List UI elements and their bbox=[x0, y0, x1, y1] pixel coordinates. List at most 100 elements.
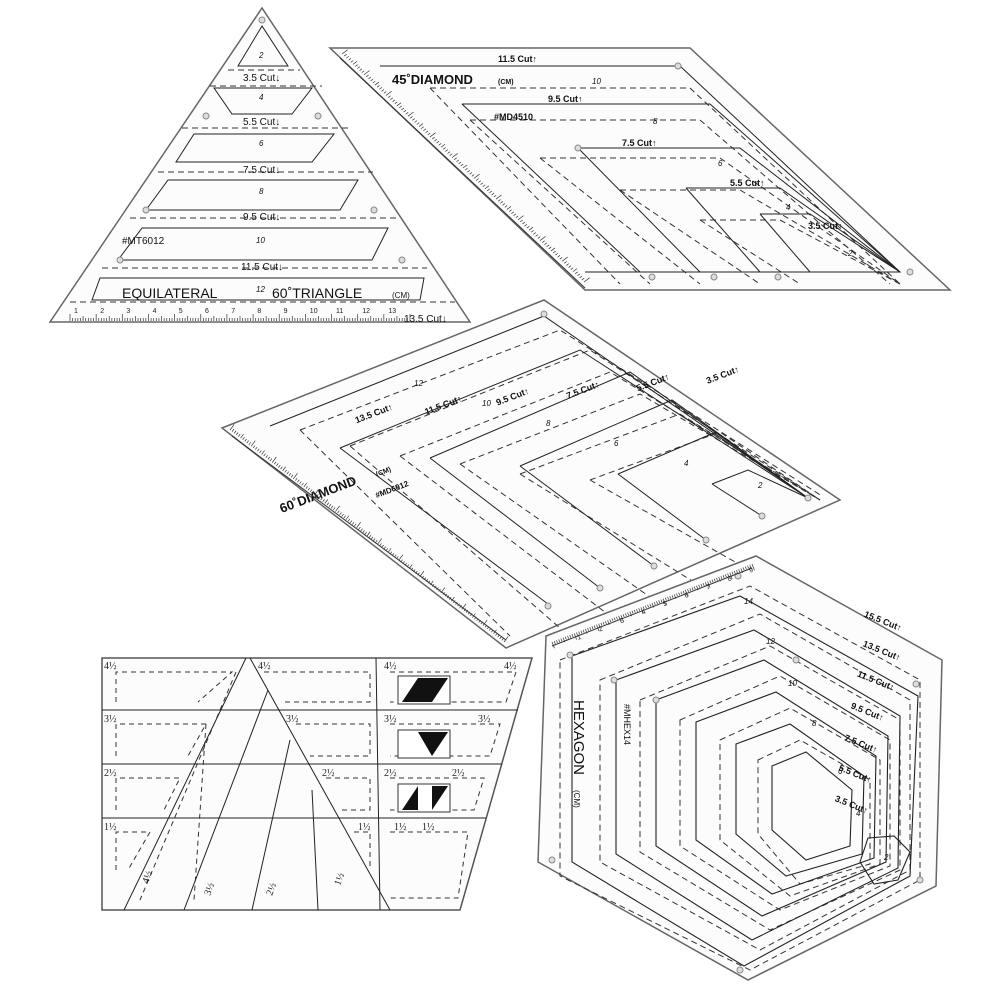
ruler-tick bbox=[305, 486, 308, 489]
ruler-tick bbox=[720, 576, 723, 579]
ruler-tick bbox=[438, 143, 442, 146]
ruler-number: 8 bbox=[257, 308, 261, 315]
ruler-tick bbox=[517, 215, 524, 221]
ruler-tick bbox=[625, 613, 627, 617]
ruler-tick bbox=[555, 252, 559, 256]
ruler-tick bbox=[407, 111, 414, 117]
ruler-tick bbox=[363, 70, 370, 76]
ruler-tick bbox=[733, 570, 736, 574]
ruler-tick bbox=[585, 628, 588, 634]
ruler-tick bbox=[278, 464, 281, 468]
ruler-tick bbox=[647, 604, 649, 608]
ruler-tick bbox=[550, 247, 556, 252]
ruler-tick bbox=[541, 240, 545, 243]
size-label: 2½ bbox=[104, 768, 117, 779]
ruler-tick bbox=[497, 199, 501, 202]
ruler-tick bbox=[418, 123, 424, 127]
ruler-tick bbox=[360, 528, 363, 532]
diamond-45-ruler: 11.5 Cut↑ 9.5 Cut↑ 7.5 Cut↑ 5.5 Cut↑ 3.5… bbox=[328, 47, 952, 291]
ruler-tick bbox=[693, 586, 696, 590]
size-label: 8 bbox=[653, 117, 658, 126]
ruler-tick bbox=[738, 569, 741, 573]
ruler-tick bbox=[288, 473, 292, 476]
ruler-tick bbox=[631, 610, 634, 614]
ruler-tick bbox=[613, 617, 616, 621]
ruler-tick bbox=[284, 469, 287, 473]
ruler-tick bbox=[747, 565, 749, 569]
size-label: 4½ bbox=[504, 661, 517, 672]
ruler-tick bbox=[349, 520, 353, 524]
cut-label: 11.5 Cut↑ bbox=[498, 54, 537, 64]
ruler-tick bbox=[513, 213, 517, 216]
ruler-tick bbox=[401, 107, 405, 111]
size-label: 4½ bbox=[258, 661, 271, 672]
ruler-tick bbox=[508, 209, 512, 212]
ruler-tick bbox=[410, 567, 414, 571]
ruler-tick bbox=[383, 91, 387, 94]
ruler-tick bbox=[539, 236, 546, 241]
ruler-tick bbox=[368, 535, 372, 538]
ruler-tick bbox=[469, 613, 473, 617]
model-number: #MT6012 bbox=[122, 236, 165, 247]
ruler-tick bbox=[515, 215, 519, 219]
ruler-tick bbox=[480, 621, 483, 625]
ruler-tick bbox=[557, 255, 561, 258]
ruler-tick bbox=[320, 497, 323, 501]
ruler-tick bbox=[491, 629, 494, 633]
ruler-tick bbox=[229, 424, 235, 431]
size-label: 6 bbox=[718, 159, 723, 168]
half-square-icons bbox=[397, 675, 451, 813]
ruler-tick bbox=[556, 640, 558, 644]
ruler-tick bbox=[337, 510, 340, 514]
ruler-title: EQUILATERAL bbox=[122, 285, 218, 301]
ruler-title: HEXAGON bbox=[570, 700, 587, 775]
ruler-tick bbox=[442, 592, 445, 595]
size-label: 3½ bbox=[478, 714, 491, 725]
ruler-tick bbox=[231, 429, 235, 432]
ruler-tick bbox=[339, 512, 342, 516]
ruler-tick bbox=[280, 466, 283, 470]
ruler-tick bbox=[299, 481, 302, 485]
ruler-tick bbox=[602, 621, 605, 625]
size-label: 12 bbox=[256, 285, 265, 294]
ruler-tick bbox=[449, 153, 453, 156]
size-label: 14 bbox=[744, 597, 753, 606]
ruler-tick bbox=[469, 172, 473, 175]
ruler-tick bbox=[548, 246, 552, 250]
ruler-tick bbox=[376, 85, 380, 88]
ruler-tick bbox=[649, 603, 652, 607]
ruler-tick bbox=[341, 513, 344, 517]
ruler-tick bbox=[526, 226, 530, 229]
ruler-tick bbox=[455, 601, 458, 605]
ruler-tick bbox=[453, 600, 456, 604]
ruler-tick bbox=[396, 556, 399, 560]
ruler-tick bbox=[406, 564, 410, 568]
ruler-tick bbox=[423, 577, 426, 581]
ruler-tick bbox=[471, 174, 475, 177]
ruler-tick bbox=[362, 530, 365, 533]
cut-label: 9.5 Cut↑ bbox=[548, 94, 583, 104]
size-label: 3½ bbox=[104, 714, 117, 725]
ruler-tick bbox=[265, 455, 268, 458]
ruler-tick bbox=[292, 473, 298, 480]
ruler-tick bbox=[354, 523, 357, 527]
ruler-tick bbox=[558, 639, 561, 643]
ruler-tick bbox=[653, 602, 656, 605]
ruler-tick bbox=[453, 157, 457, 160]
ruler-tick bbox=[282, 466, 286, 471]
ruler-tick bbox=[326, 502, 330, 506]
ruler-tick bbox=[379, 87, 383, 90]
ruler-tick bbox=[574, 271, 578, 274]
ruler-tick bbox=[489, 190, 493, 194]
ruler-tick bbox=[482, 619, 488, 626]
ruler-tick bbox=[350, 60, 354, 63]
ruler-tick bbox=[713, 578, 716, 582]
ruler-tick bbox=[640, 607, 644, 614]
ruler-tick bbox=[478, 180, 482, 183]
size-label: 10 bbox=[482, 399, 491, 408]
ruler-tick bbox=[457, 603, 460, 607]
ruler-tick bbox=[276, 463, 279, 467]
ruler-number: 13 bbox=[388, 308, 396, 315]
ruler-tick bbox=[402, 561, 405, 564]
ruler-tick bbox=[404, 562, 408, 566]
